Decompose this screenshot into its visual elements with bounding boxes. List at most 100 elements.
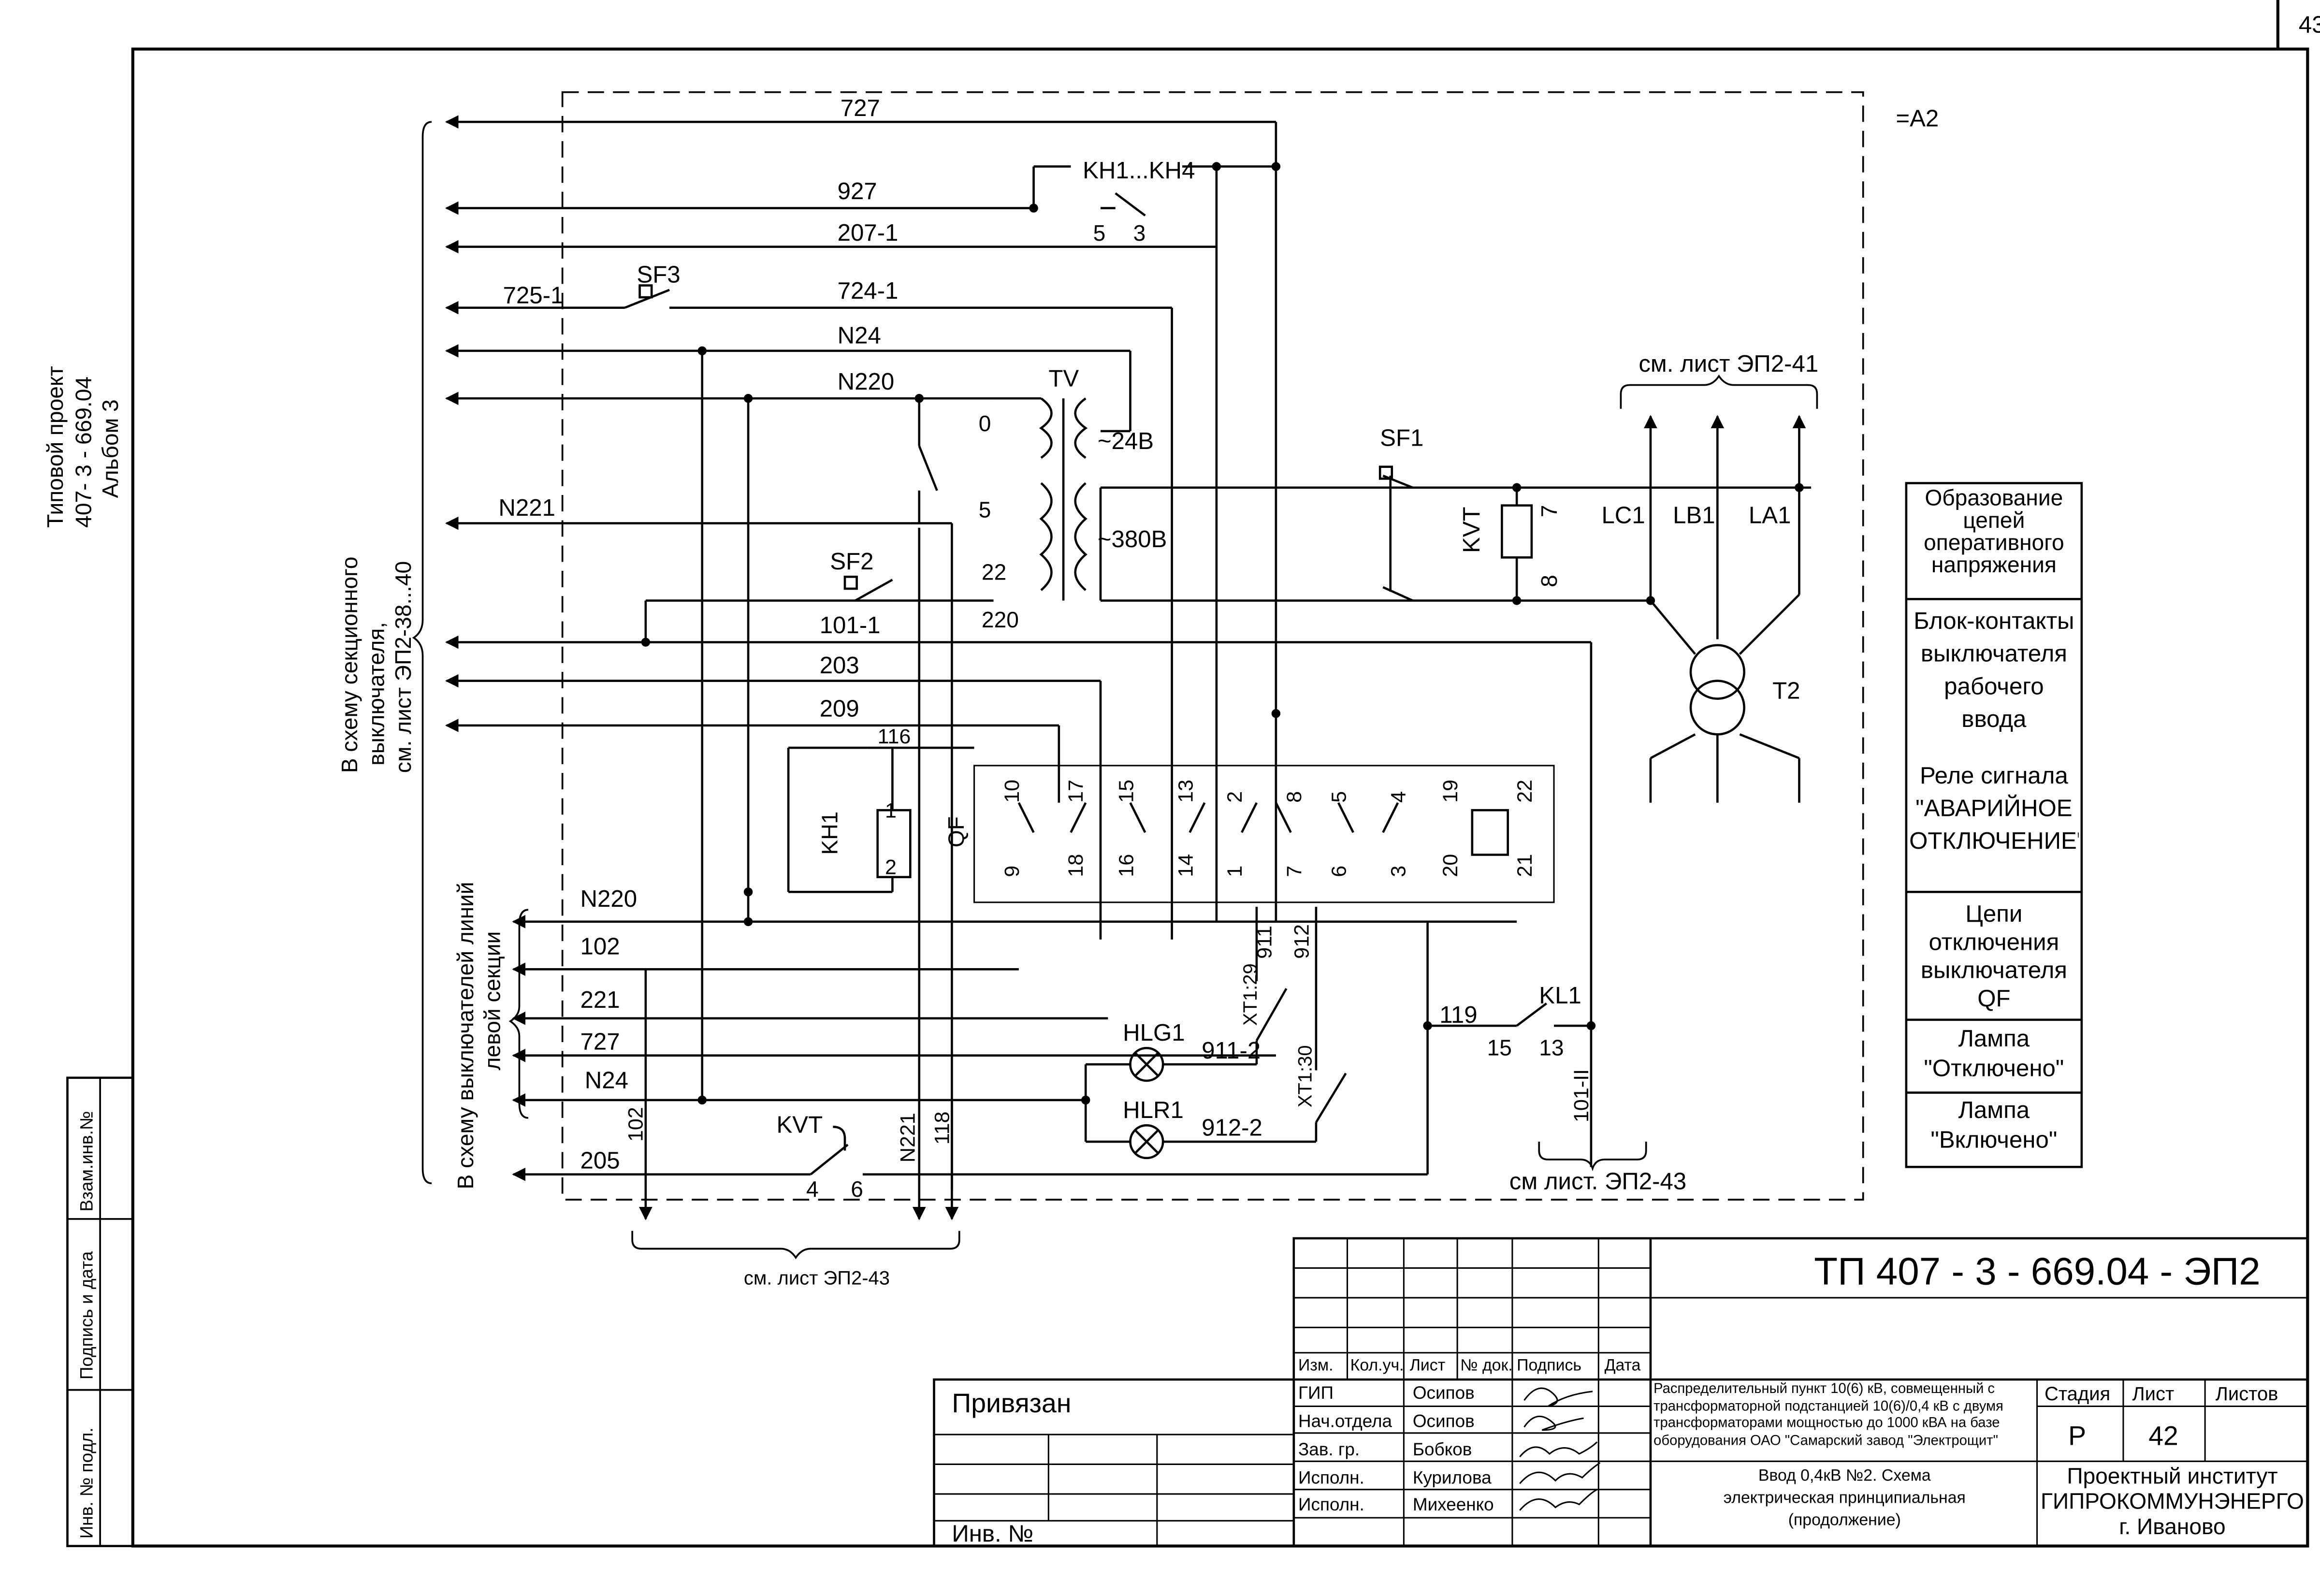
hlr1-label: HLR1 (1123, 1097, 1184, 1123)
kvt-pin-8: 8 (1537, 575, 1562, 587)
tv-pin-220: 220 (982, 607, 1019, 632)
lc1-label: LC1 (1601, 502, 1645, 529)
kvt-pin-7: 7 (1537, 505, 1562, 518)
name-1: Осипов (1413, 1411, 1475, 1431)
kh1-coil (876, 809, 912, 878)
wire-101: 101-1 (820, 612, 881, 638)
name-4: Михеенко (1413, 1494, 1494, 1514)
stamp-column: Взам.инв.№ Подпись и дата Инв. № подл. (66, 1076, 134, 1547)
legend-cell-5: Лампа "Включено" (1930, 1099, 2057, 1154)
qf-pin-top-4: 2 (1223, 791, 1247, 803)
qf-pin-top-3: 13 (1174, 780, 1198, 803)
col-header-2: Лист (1410, 1356, 1446, 1375)
qf-pin-top-6: 5 (1327, 791, 1350, 803)
tv-pin-22: 22 (982, 559, 1006, 584)
wire-911b: 911-2 (1202, 1037, 1261, 1064)
qf-pin-bot-9: 21 (1513, 854, 1537, 877)
kh-group-label: KH1...KH4 (1083, 157, 1195, 184)
kvt-pin-4: 4 (806, 1176, 819, 1202)
name-2: Бобков (1413, 1439, 1472, 1459)
wire-912-vert: 912 (1290, 924, 1314, 959)
side-project-line2: 407- 3 - 669.04 (71, 377, 96, 528)
col-header-3: № док. (1460, 1356, 1512, 1375)
sect-left-line1: В схему секционного (337, 557, 362, 773)
title-block (933, 1237, 2309, 1547)
xt129-label: XT1:29 (1240, 963, 1261, 1026)
stamp-podpis: Подпись и дата (77, 1251, 97, 1379)
stage-label: Стадия (2044, 1383, 2110, 1405)
wire-727: 727 (841, 95, 880, 121)
signatures (1519, 1387, 1601, 1511)
lines-left-line1: В схему выключателей линий (453, 882, 478, 1189)
t2-label: T2 (1772, 678, 1800, 704)
tv-24v: ~24В (1098, 428, 1154, 454)
qf-pin-top-1: 17 (1064, 780, 1088, 803)
qf-pin-bot-8: 20 (1439, 854, 1462, 877)
wire-205: 205 (580, 1147, 620, 1174)
name-0: Осипов (1413, 1383, 1475, 1403)
doc-code: ТП 407 - 3 - 669.04 - ЭП2 (1814, 1249, 2260, 1292)
tv-transformer (918, 397, 1088, 601)
wire-bus (445, 115, 1812, 1220)
junction-dots (641, 162, 1804, 1105)
lb1-label: LB1 (1673, 502, 1715, 529)
col-header-4: Подпись (1517, 1356, 1581, 1375)
lines-left-text: В схему выключателей линий левой секции (453, 882, 505, 1189)
qf-pin-top-9: 22 (1513, 780, 1537, 803)
wire-927: 927 (838, 178, 877, 204)
kl1-pin-15: 15 (1487, 1035, 1512, 1060)
sf3-label: SF3 (637, 261, 680, 288)
col-headers: Изм. Кол.уч. Лист № док. Подпись Дата (1298, 1356, 1641, 1375)
roles: ГИП Нач.отдела Зав. гр. Исполн. Исполн. … (1298, 1383, 1494, 1514)
list-value: 42 (2148, 1421, 2178, 1451)
legend-cell-3: Цепи отключения выключателя QF (1921, 902, 2067, 1013)
qf-label: QF (943, 816, 969, 847)
sf2-breaker (843, 576, 893, 602)
description-text: Распределительный пункт 10(6) кВ, совмещ… (1653, 1381, 2003, 1449)
institute-text: Проектный институт ГИПРОКОММУНЭНЕРГО г. … (2040, 1464, 2304, 1540)
stage-value: Р (2068, 1421, 2086, 1451)
lines-left-line2: левой секции (479, 931, 505, 1071)
qf-pin-top-5: 8 (1283, 791, 1306, 803)
inv-no-label: Инв. № (952, 1520, 1033, 1547)
qf-pin-bot-3: 14 (1174, 854, 1198, 877)
see43-bottom-brace (631, 1231, 960, 1260)
kvt-pin-6: 6 (851, 1176, 863, 1202)
sheet-title-cell: Ввод 0,4кВ №2. Схема электрическая принц… (1723, 1467, 1966, 1530)
qf-pin-top-0: 10 (1000, 780, 1024, 803)
qf-pin-top-8: 19 (1439, 780, 1462, 803)
wire-n24-lower: N24 (585, 1067, 628, 1093)
left-brace-section (412, 121, 432, 1184)
wire-118-vert: 118 (930, 1112, 954, 1145)
tv-380v: ~380В (1098, 526, 1167, 552)
name-3: Курилова (1413, 1467, 1492, 1487)
wire-n220-lower: N220 (580, 885, 638, 912)
col-header-5: Дата (1605, 1356, 1641, 1375)
kl1-pin-13: 13 (1539, 1035, 1564, 1060)
privyazan-label: Привязан (952, 1388, 1071, 1418)
qf-block: QF 10 17 15 13 2 8 5 4 19 22 9 18 16 1 (943, 765, 1555, 903)
zone-tag: =A2 (1896, 105, 1939, 131)
tv-pin-0: 0 (979, 411, 991, 436)
kl1-label: KL1 (1539, 982, 1581, 1009)
wire-912b: 912-2 (1202, 1115, 1262, 1141)
qf-pin-bot-5: 7 (1283, 866, 1306, 877)
wire-207: 207-1 (838, 219, 899, 246)
role-1: Нач.отдела (1298, 1411, 1392, 1431)
side-project-label: Типовой проект 407- 3 - 669.04 Альбом 3 (43, 366, 123, 528)
wire-102: 102 (580, 933, 620, 960)
institute-cell: Проектный институт ГИПРОКОММУНЭНЕРГО г. … (2040, 1464, 2304, 1540)
qf-pin-bot-2: 16 (1115, 854, 1138, 877)
sheet-title-text: Ввод 0,4кВ №2. Схема электрическая принц… (1723, 1467, 1966, 1530)
la1-label: LA1 (1749, 502, 1791, 529)
kvt-contact-label: KVT (777, 1112, 823, 1138)
side-project-line1: Типовой проект (43, 366, 68, 528)
wire-n24: N24 (838, 322, 881, 348)
see41-brace (1620, 374, 1818, 409)
sect-left-line3: см. лист ЭП2-38...40 (391, 561, 416, 773)
kh-contact (1032, 165, 1276, 217)
qf-pin-bot-7: 3 (1387, 866, 1410, 877)
wire-911-vert: 911 (1253, 926, 1276, 959)
wire-102-vert: 102 (624, 1107, 648, 1142)
